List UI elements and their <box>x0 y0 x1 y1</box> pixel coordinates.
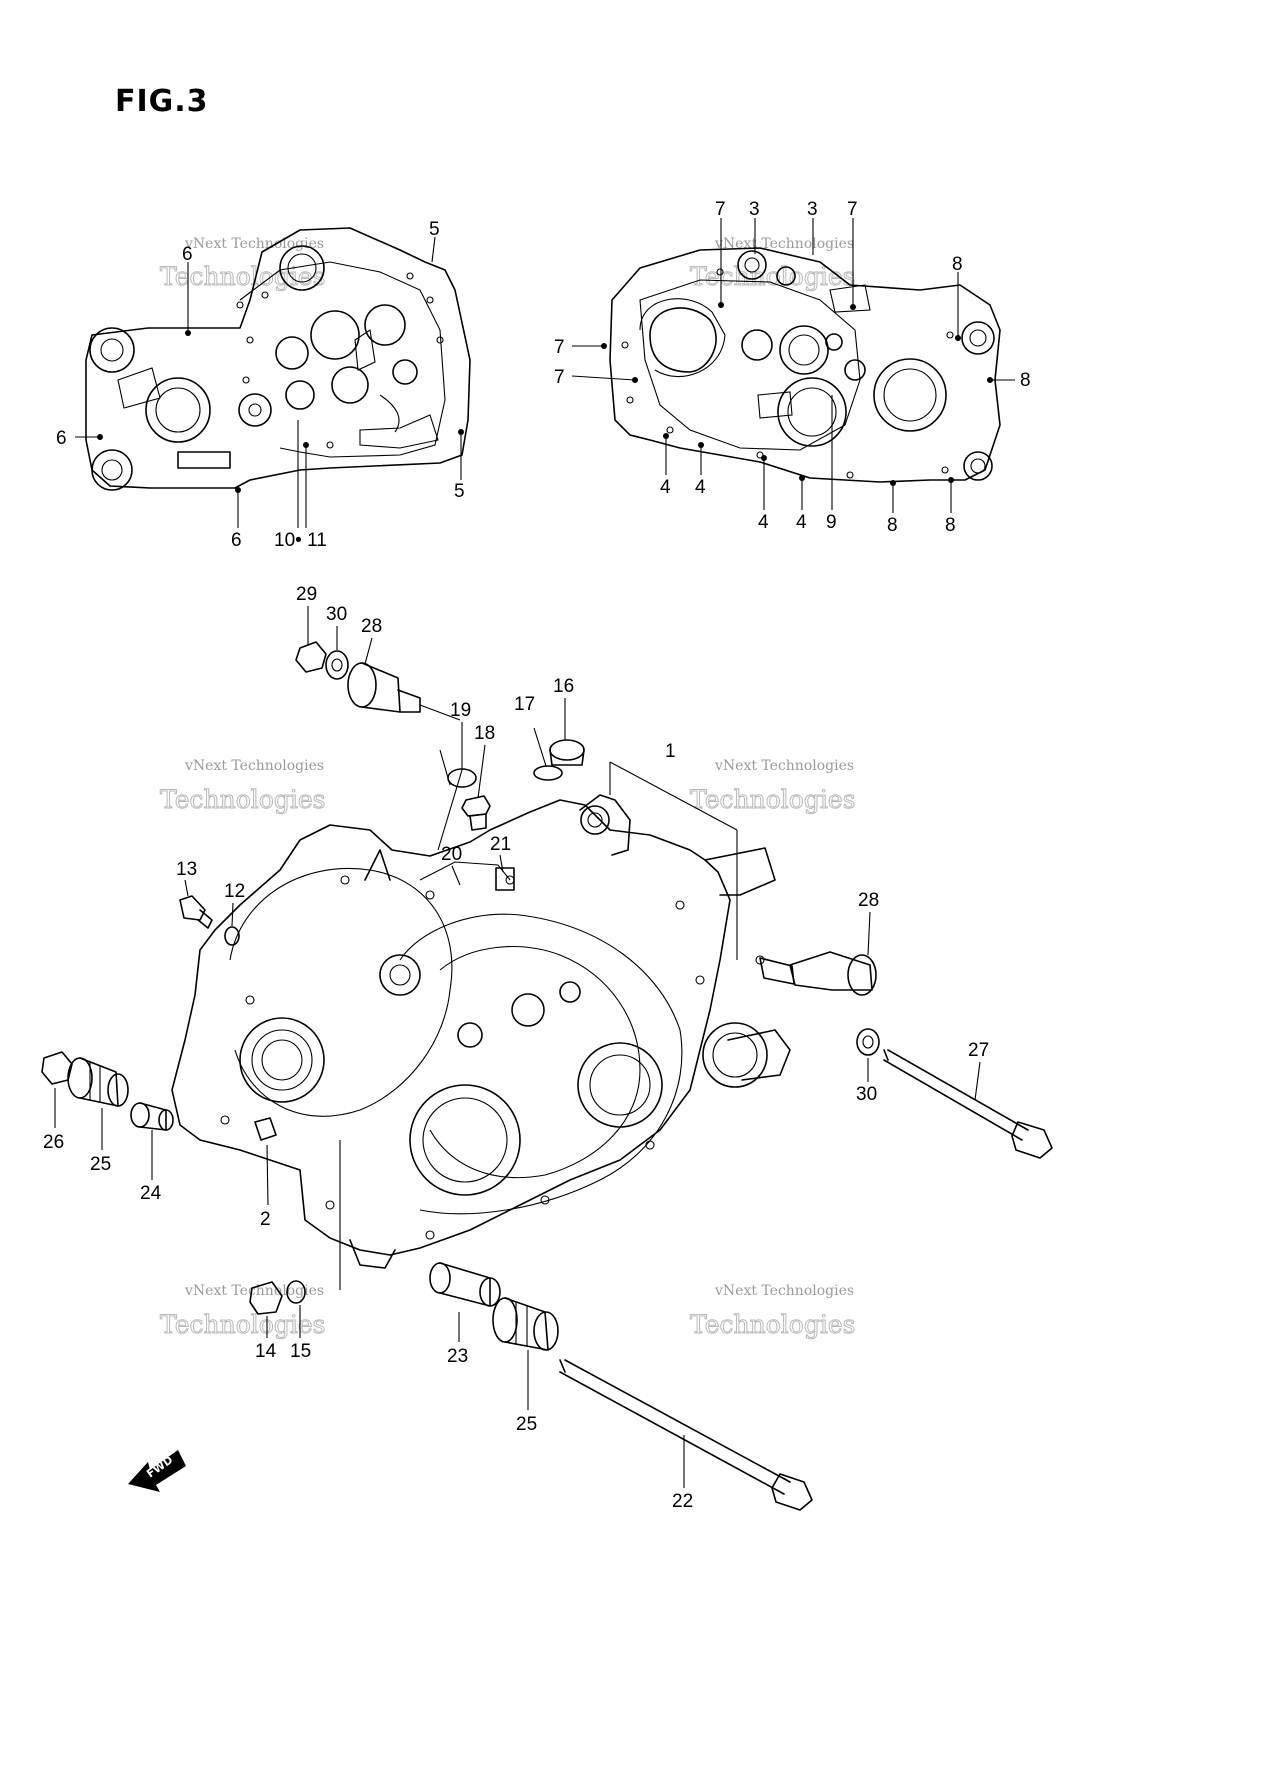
watermark-group: vNext Technologies Technologies vNext Te… <box>160 236 856 1340</box>
plug-16 <box>549 739 585 766</box>
nut-29 <box>295 641 327 673</box>
callout-5-bottom: 5 <box>454 481 465 502</box>
watermark-line2: Technologies <box>690 262 855 291</box>
right-crankcase-half <box>609 247 1001 483</box>
o-ring-17 <box>533 765 563 781</box>
callout-25-left: 25 <box>90 1154 111 1175</box>
callout-13: 13 <box>176 859 197 880</box>
bolt-13 <box>179 895 206 921</box>
spacer-24 <box>130 1102 174 1131</box>
callout-21: 21 <box>490 834 511 855</box>
washer-12 <box>224 926 240 946</box>
callout-23: 23 <box>447 1346 468 1367</box>
watermark-line2: Technologies <box>160 785 325 814</box>
watermark: vNext Technologies Technologies <box>690 758 856 815</box>
callout-6-top: 6 <box>182 244 193 265</box>
callout-6-left: 6 <box>56 428 67 449</box>
bolt-14 <box>249 1281 283 1315</box>
callout-3-b: 3 <box>807 199 818 220</box>
watermark-line1: vNext Technologies <box>714 1283 854 1299</box>
watermark: vNext Technologies Technologies <box>690 1283 856 1340</box>
callout-8-right: 8 <box>1020 370 1031 391</box>
callout-29: 29 <box>296 584 317 605</box>
watermark-line1: vNext Technologies <box>184 758 324 774</box>
callout-30-top: 30 <box>326 604 347 625</box>
mount-bushing-25-left <box>67 1057 129 1107</box>
engine-mount-28-upper <box>347 662 461 721</box>
watermark-line1: vNext Technologies <box>184 236 324 252</box>
callout-26: 26 <box>43 1132 64 1153</box>
callout-2: 2 <box>260 1209 271 1230</box>
figure-title: FIG.3 <box>115 84 209 119</box>
callout-28-top: 28 <box>361 616 382 637</box>
left-crankcase-half <box>85 227 471 491</box>
fwd-arrow-icon: FWD <box>128 1450 186 1492</box>
watermark-line2: Technologies <box>690 785 855 814</box>
callout-10-11: 10• 11 <box>274 530 327 551</box>
callout-12: 12 <box>224 881 245 902</box>
watermark: vNext Technologies Technologies <box>160 758 326 815</box>
fastener-parts <box>41 641 1053 1511</box>
callout-28-lower: 28 <box>858 890 879 911</box>
callout-7-d: 7 <box>554 367 565 388</box>
long-bolt-22 <box>559 1359 813 1511</box>
callout-4-a: 4 <box>660 477 671 498</box>
washer-15 <box>286 1280 306 1304</box>
callout-25-lower: 25 <box>516 1414 537 1435</box>
callout-9: 9 <box>826 512 837 533</box>
callout-19: 19 <box>450 700 471 721</box>
watermark: vNext Technologies Technologies <box>160 1283 326 1340</box>
callout-27: 27 <box>968 1040 989 1061</box>
callout-3-a: 3 <box>749 199 760 220</box>
washer-30-lower <box>856 1028 880 1056</box>
callout-labels: 5 6 6 6 5 10• 11 7 3 3 7 8 7 7 8 4 4 4 4… <box>43 199 1031 1512</box>
bolt-18 <box>461 795 491 831</box>
callout-22: 22 <box>672 1491 693 1512</box>
callout-5-top: 5 <box>429 219 440 240</box>
sleeve-23 <box>429 1262 501 1307</box>
engine-mount-28-lower <box>759 951 877 996</box>
watermark: vNext Technologies Technologies <box>160 236 326 292</box>
callout-24: 24 <box>140 1183 162 1204</box>
watermark-line2: Technologies <box>690 1310 855 1339</box>
callout-14: 14 <box>255 1341 277 1362</box>
callout-17: 17 <box>514 694 535 715</box>
callout-1: 1 <box>665 741 676 762</box>
callout-4-c: 4 <box>758 512 769 533</box>
crankcase-assembly <box>171 794 791 1269</box>
callout-16: 16 <box>553 676 574 697</box>
washer-30-top <box>325 650 349 680</box>
callout-18: 18 <box>474 723 495 744</box>
callout-15: 15 <box>290 1341 311 1362</box>
watermark-line1: vNext Technologies <box>184 1283 324 1299</box>
callout-30-lower: 30 <box>856 1084 877 1105</box>
watermark-line1: vNext Technologies <box>714 758 854 774</box>
callout-6-bottom: 6 <box>231 530 242 551</box>
callout-7-a: 7 <box>715 199 726 220</box>
callout-8-bottom-b: 8 <box>945 515 956 536</box>
mount-bushing-25-lower <box>492 1297 559 1351</box>
long-bolt-27 <box>883 1049 1053 1159</box>
callout-4-b: 4 <box>695 477 706 498</box>
callout-7-b: 7 <box>847 199 858 220</box>
watermark-line2: Technologies <box>160 262 325 291</box>
watermark-line2: Technologies <box>160 1310 325 1339</box>
callout-7-c: 7 <box>554 337 565 358</box>
callout-20: 20 <box>441 844 462 865</box>
callout-8-bottom-a: 8 <box>887 515 898 536</box>
callout-4-d: 4 <box>796 512 807 533</box>
leader-lines <box>54 218 1015 1488</box>
callout-8-top: 8 <box>952 254 963 275</box>
